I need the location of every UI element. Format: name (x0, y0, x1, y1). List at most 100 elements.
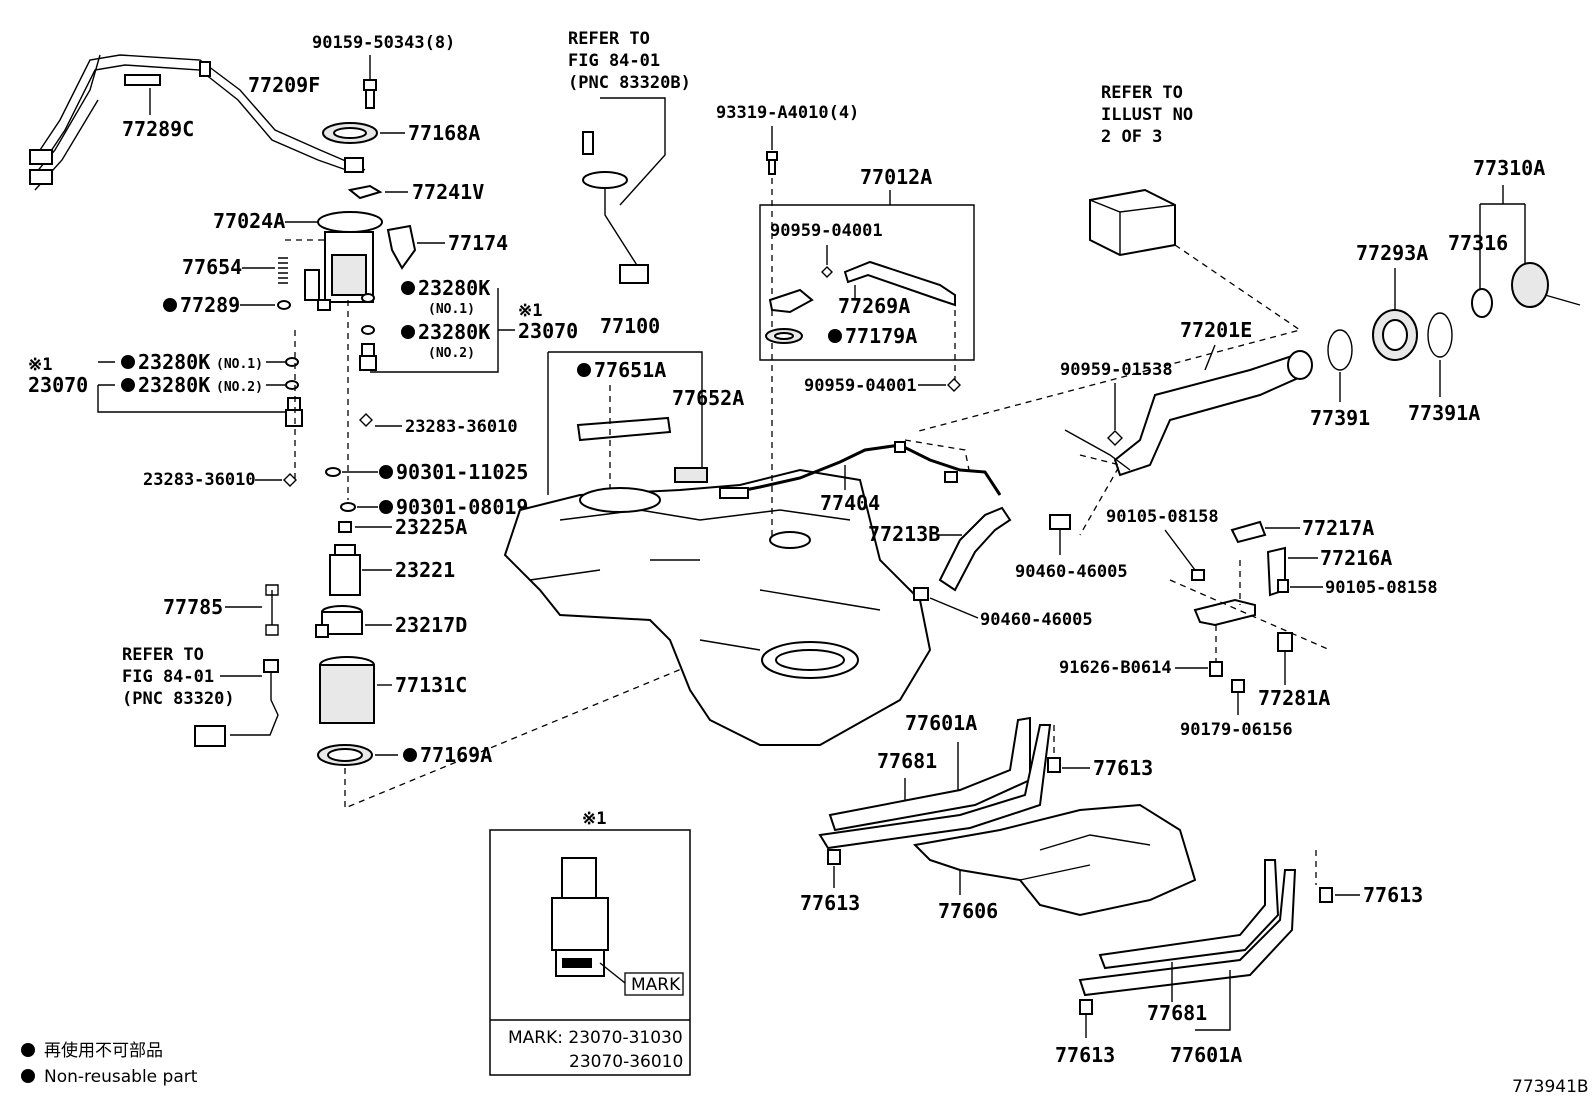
label-77613-b: 77613 (1093, 756, 1153, 780)
label-90460-46005-b: 90460-46005 (980, 610, 1093, 630)
clip-90959-c (1107, 430, 1123, 446)
o-ring-77391 (1327, 329, 1353, 371)
gasket-77289 (277, 300, 291, 310)
fuel-cap-77310A (1511, 262, 1581, 308)
bolt-77613-b (1047, 757, 1061, 773)
hose-77213B (938, 506, 1012, 592)
clip-77241V (347, 184, 383, 200)
mark-tag: MARK (631, 975, 681, 995)
label-77651A: 77651A (594, 358, 666, 382)
label-77391A: 77391A (1408, 401, 1480, 425)
label-77293A: 77293A (1356, 241, 1428, 265)
refer-to-line2: FIG 84-01 (568, 51, 660, 71)
label-23280K-d: 23280K (138, 373, 210, 397)
label-91626-B0614: 91626-B0614 (1059, 658, 1172, 678)
refer-to-line3: (PNC 83320B) (568, 73, 691, 93)
label-77168A: 77168A (408, 121, 480, 145)
refer-illust-line3: 2 OF 3 (1101, 127, 1162, 147)
legend-jp: 再使用不可部品 (44, 1040, 163, 1061)
sender-gauge-inset (551, 857, 609, 977)
label-77024A: 77024A (213, 209, 285, 233)
nonreusable-dot (163, 298, 177, 312)
label-77613-d: 77613 (1055, 1043, 1115, 1067)
label-90959-04001-b: 90959-04001 (804, 376, 917, 396)
canister-illust-2 (1089, 188, 1176, 257)
label-90301-11025: 90301-11025 (396, 460, 528, 484)
bolt-90105-b (1277, 579, 1289, 593)
inset-ref-mark: ※1 (582, 809, 606, 829)
pad-77652A (674, 467, 708, 483)
part-23225A (338, 521, 352, 533)
label-no2-a: (NO.2) (428, 346, 475, 361)
refer-to-line1: REFER TO (568, 29, 650, 49)
label-77289: 77289 (180, 293, 240, 317)
bolt-90159 (363, 79, 377, 109)
sender-gauge-23070-right (359, 343, 377, 371)
label-90301-08019: 90301-08019 (396, 495, 528, 519)
label-77131C: 77131C (395, 673, 467, 697)
fuel-pump-23221 (329, 544, 361, 596)
ref-fig-line3: (PNC 83320) (122, 689, 235, 709)
cup-77131C (319, 656, 375, 724)
legend-dot-en (21, 1069, 35, 1083)
label-23070-right: 23070 (518, 319, 578, 343)
label-77281A: 77281A (1258, 686, 1330, 710)
vent-tube-77404 (719, 441, 1002, 499)
label-77169A: 77169A (420, 743, 492, 767)
pad-77651A (576, 416, 672, 442)
mark-line-2: 23070-36010 (569, 1052, 683, 1072)
bolt-90105-a (1191, 569, 1205, 581)
o-ring-77391A (1427, 312, 1453, 358)
label-23283-36010-a: 23283-36010 (405, 417, 518, 437)
label-77209F: 77209F (248, 73, 320, 97)
label-23225A: 23225A (395, 515, 467, 539)
clip-90959-b (947, 378, 961, 392)
label-90105-08158-a: 90105-08158 (1106, 507, 1219, 527)
legend-dot-jp (21, 1043, 35, 1057)
label-90179-06156: 90179-06156 (1180, 720, 1293, 740)
label-77269A: 77269A (838, 294, 910, 318)
label-77681-a: 77681 (877, 749, 937, 773)
label-77100: 77100 (600, 314, 660, 338)
label-77241V: 77241V (412, 180, 484, 204)
clip-90959-a (821, 266, 833, 278)
label-77601A-b: 77601A (1170, 1043, 1242, 1067)
bolt-77613-d (1079, 999, 1093, 1015)
label-77316: 77316 (1448, 231, 1508, 255)
label-77606: 77606 (938, 899, 998, 923)
label-77310A: 77310A (1473, 156, 1545, 180)
bolt-93319 (766, 151, 778, 175)
label-77201E: 77201E (1180, 318, 1252, 342)
mark-tag-box (624, 972, 684, 996)
ref-fig-line2: FIG 84-01 (122, 667, 214, 687)
clamp-90460-a (1049, 514, 1071, 530)
ring-77316 (1471, 288, 1493, 318)
refer-illust-line1: REFER TO (1101, 83, 1183, 103)
label-77216A: 77216A (1320, 546, 1392, 570)
label-77613-a: 77613 (800, 891, 860, 915)
mark-line-1: MARK: 23070-31030 (508, 1028, 683, 1048)
diagram-id: 773941B (1512, 1077, 1589, 1097)
label-77652A: 77652A (672, 386, 744, 410)
bracket-77217A (1230, 520, 1267, 544)
filter-23217D (315, 605, 363, 638)
label-23280K-a: 23280K (418, 276, 490, 300)
hose-77269A (843, 260, 956, 307)
label-90959-04001-a: 90959-04001 (770, 221, 883, 241)
label-77217A: 77217A (1302, 516, 1374, 540)
label-93319-A4010: 93319-A4010(4) (716, 103, 859, 123)
ref-mark-2: ※1 (28, 355, 52, 375)
bolt-77613-a (827, 849, 841, 865)
refer-illust-line2: ILLUST NO (1101, 105, 1193, 125)
label-77213B: 77213B (868, 522, 940, 546)
ref-fig-line1: REFER TO (122, 645, 204, 665)
label-90159-50343: 90159-50343(8) (312, 33, 455, 53)
gasket-77174 (386, 224, 417, 270)
sender-wire-83320 (194, 659, 279, 747)
label-23283-36010-b: 23283-36010 (143, 470, 256, 490)
grommet-77281A (1277, 632, 1293, 652)
legend-en: Non-reusable part (44, 1067, 198, 1087)
wire-77785 (265, 584, 279, 636)
ref-mark-1: ※1 (518, 301, 542, 321)
